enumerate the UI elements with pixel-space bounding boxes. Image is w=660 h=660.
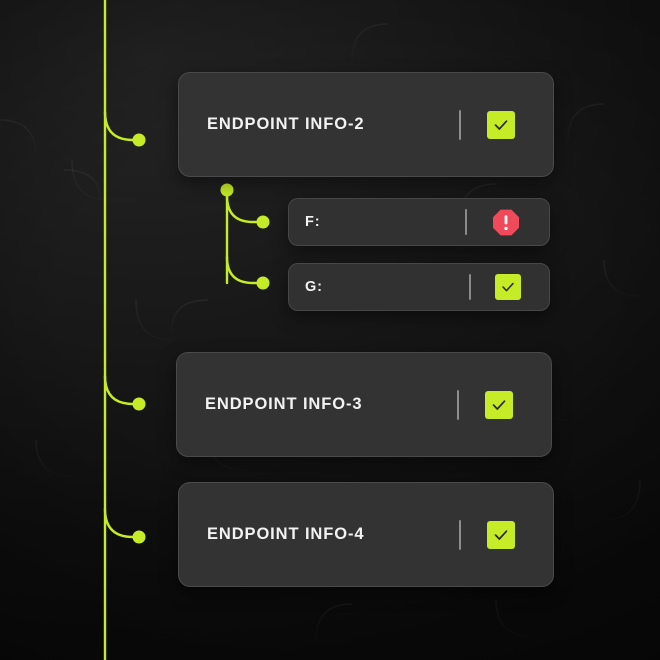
status-divider <box>457 389 459 420</box>
node-label: ENDPOINT INFO-3 <box>205 395 363 413</box>
node-label: F: <box>305 214 321 230</box>
status-divider <box>459 109 461 140</box>
node-label: G: <box>305 279 323 295</box>
node-status-area <box>459 519 515 550</box>
check-icon[interactable] <box>495 274 521 300</box>
check-icon[interactable] <box>487 520 515 549</box>
check-icon[interactable] <box>487 110 515 139</box>
connector-dot-branch-root <box>220 183 234 197</box>
node-status-area <box>469 274 521 300</box>
status-divider <box>459 519 461 550</box>
node-label: ENDPOINT INFO-4 <box>207 525 365 543</box>
node-card-endpoint-info-2[interactable]: ENDPOINT INFO-2 <box>178 72 554 177</box>
node-card-endpoint-info-4[interactable]: ENDPOINT INFO-4 <box>178 482 554 587</box>
alert-octagon-icon[interactable] <box>491 207 521 237</box>
connector-dot-endpoint-2 <box>132 133 146 147</box>
status-divider <box>469 274 471 300</box>
connector-dot-endpoint-4 <box>132 530 146 544</box>
node-card-endpoint-info-3[interactable]: ENDPOINT INFO-3 <box>176 352 552 457</box>
node-status-area <box>457 389 513 420</box>
node-status-area <box>465 207 521 237</box>
node-card-g[interactable]: G: <box>288 263 550 311</box>
node-label: ENDPOINT INFO-2 <box>207 115 365 133</box>
connector-dot-g <box>256 276 270 290</box>
check-icon[interactable] <box>485 390 513 419</box>
node-card-f[interactable]: F: <box>288 198 550 246</box>
connector-dot-endpoint-3 <box>132 397 146 411</box>
status-divider <box>465 209 467 235</box>
node-status-area <box>459 109 515 140</box>
connector-dot-f <box>256 215 270 229</box>
